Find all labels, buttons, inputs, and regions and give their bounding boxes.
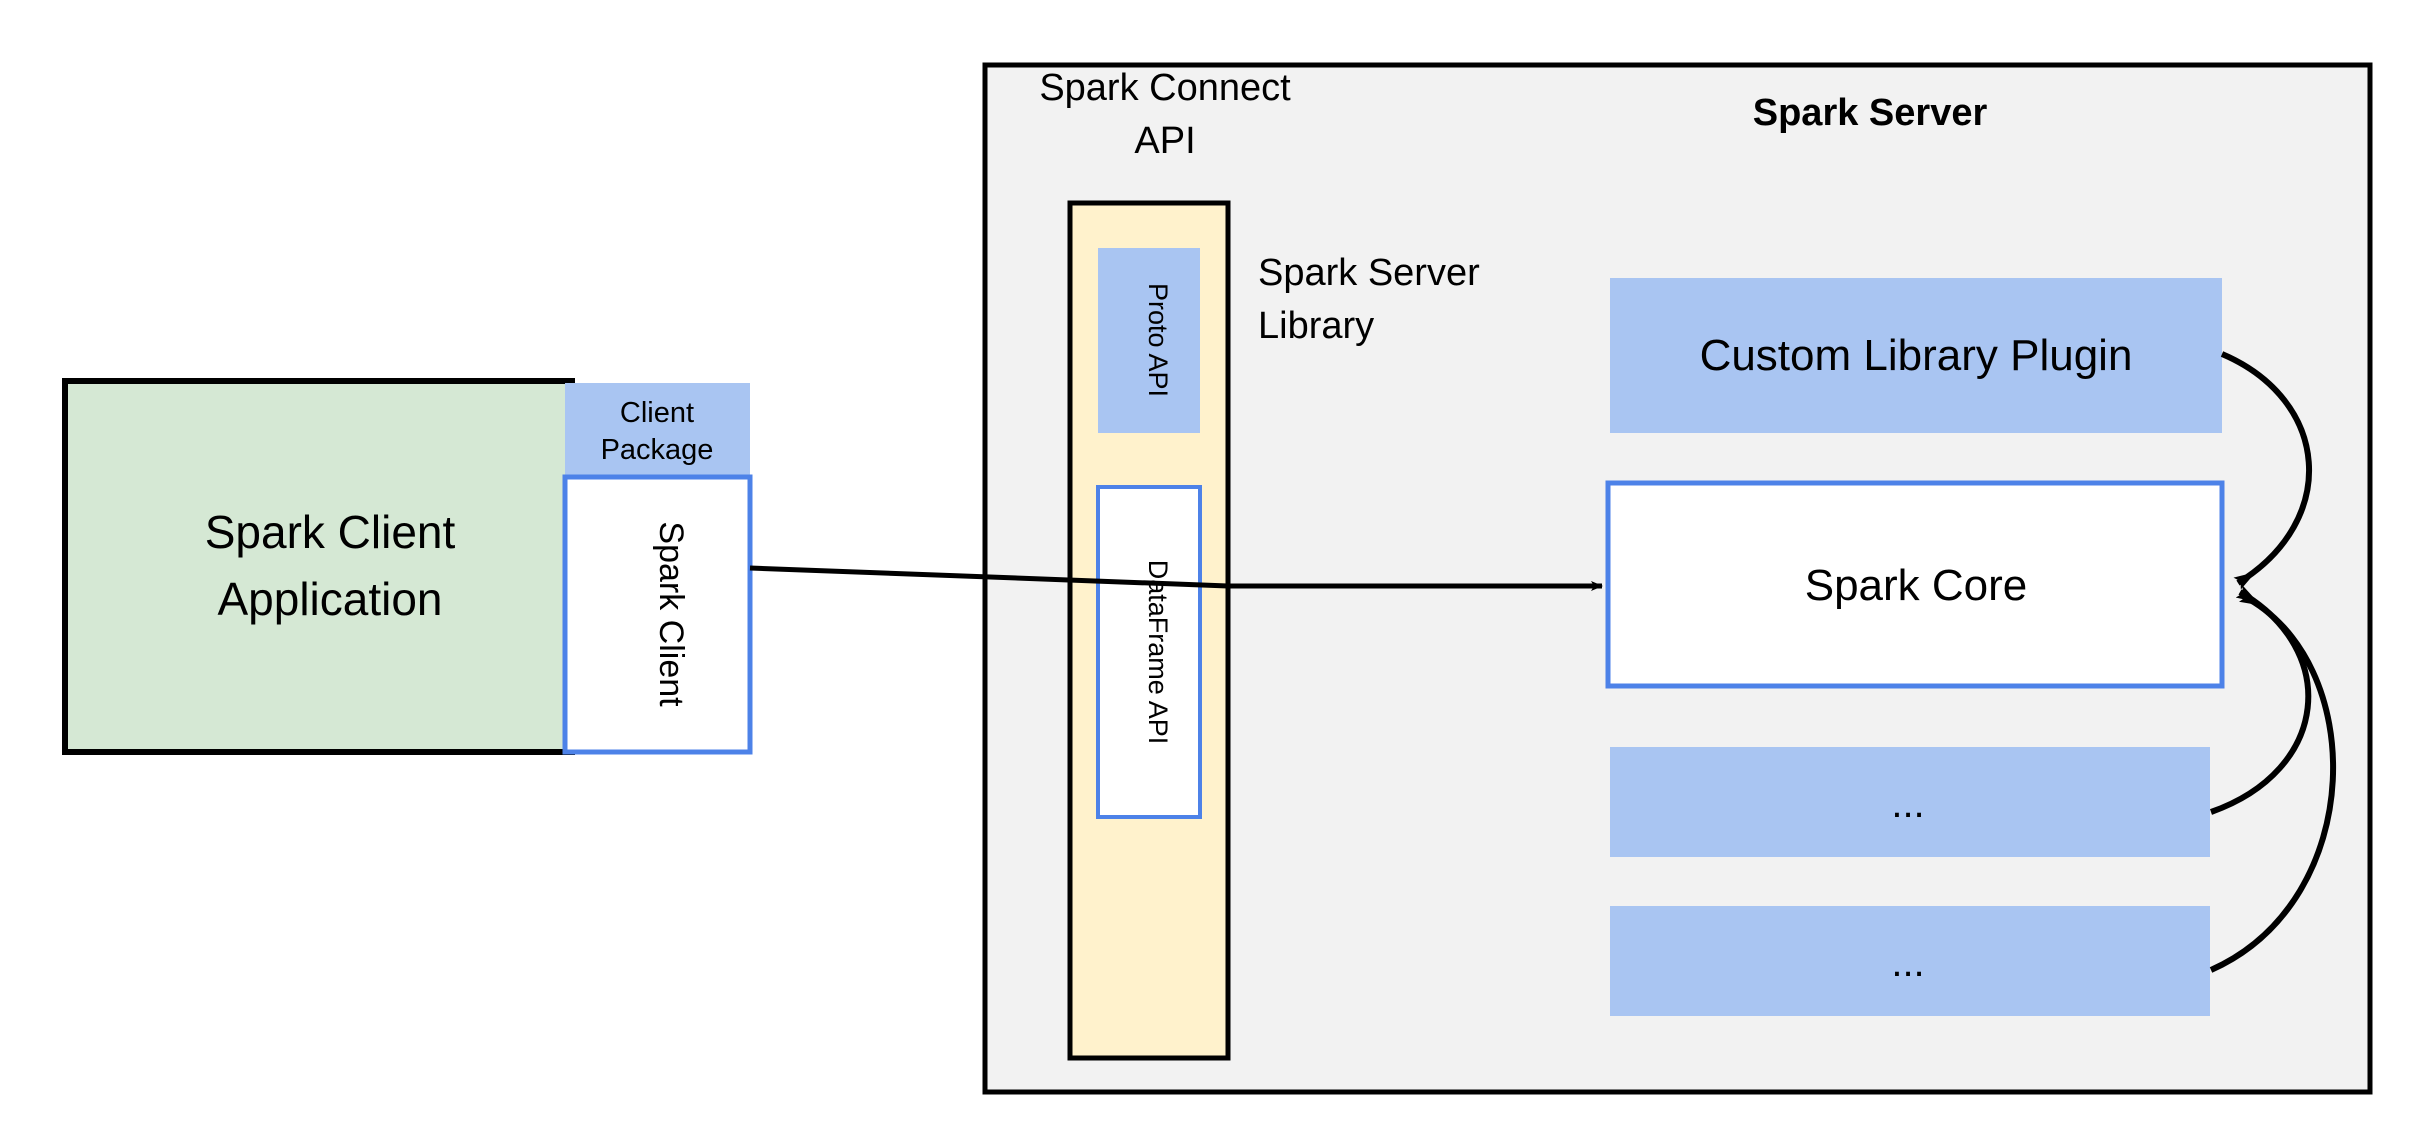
client-to-core-arrow [749,565,1603,591]
additional-component-label-1: ... [1891,782,1924,826]
custom-library-plugin-box [1610,278,2222,433]
spark-client-box [562,474,753,755]
dataframe-api-label: DataFrame API [1143,560,1173,745]
client-package-label-line1: Client [620,397,694,429]
client-package-box [565,383,750,477]
spark-core-box [1605,480,2225,689]
client-package-label-line2: Package [601,434,714,466]
dataframe-api-box [1096,485,1202,819]
spark-client-label: Spark Client [652,521,690,707]
spark-client-application-label-line1: Spark Client [205,506,456,558]
custom-library-plugin-label: Custom Library Plugin [1700,331,2133,380]
spark-server-title: Spark Server [1753,92,1988,134]
proto-api-label: Proto API [1143,283,1173,397]
component-2-to-core-curved-arrow [2209,589,2337,973]
proto-api-box [1098,248,1200,433]
additional-component-label-2: ... [1891,941,1924,985]
spark-server-library-label-line1: Spark Server [1258,252,1480,294]
spark-connect-api-label-line1: Spark Connect [1039,67,1291,109]
additional-component-box-2 [1610,906,2210,1016]
spark-server-library-label-line2: Library [1258,305,1374,347]
spark-core-label: Spark Core [1805,561,2028,610]
spark-client-application-label-line2: Application [217,573,442,625]
additional-component-box-1 [1610,747,2210,857]
spark-connect-api-label-line2: API [1134,120,1195,162]
spark-client-application-box [62,378,575,755]
plugin-to-core-curved-arrow [2220,351,2313,590]
